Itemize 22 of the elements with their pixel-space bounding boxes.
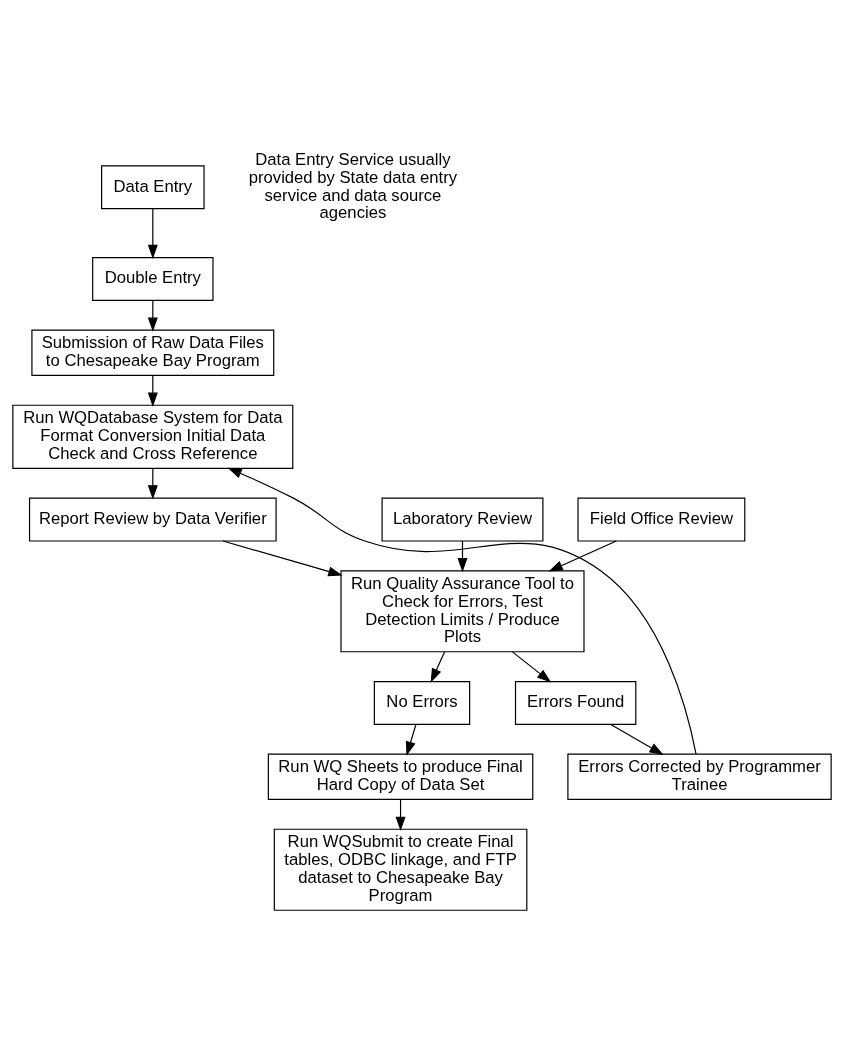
arrow: [147, 208, 158, 260]
label: Data Entry Service usually provided by State data entry service and data source agencies: [248, 149, 458, 223]
node-box: Run WQ Sheets to produce Final Hard Copy of Data Set: [267, 753, 534, 801]
arrow: [610, 723, 664, 755]
node-box: Errors Found: [514, 680, 637, 726]
arrow: [227, 467, 697, 755]
node-box: Data Entry: [101, 165, 205, 210]
arrow: [222, 540, 343, 577]
node-box: Run Quality Assurance Tool to Check for Errors, Test Detection Limits / Produce Plots: [340, 570, 585, 653]
node-box: Run WQDatabase System for Data Format Conversion Initial Data Check and Cross Reference: [12, 404, 294, 469]
arrow: [548, 540, 617, 572]
arrow: [405, 723, 417, 756]
node-box: Field Office Review: [577, 497, 746, 542]
node-box: Submission of Raw Data Files to Chesapeake Bay Program: [31, 329, 275, 377]
node-box: Report Review by Data Verifier: [28, 497, 277, 542]
node-box: Double Entry: [92, 256, 214, 301]
node-box: Errors Corrected by Programmer Trainee: [567, 753, 832, 801]
node-box: Run WQSubmit to create Final tables, ODBC linkage, and FTP dataset to Chesapeake Bay Program: [273, 828, 528, 911]
node-box: Laboratory Review: [381, 497, 544, 542]
arrow: [511, 651, 552, 683]
node-box: No Errors: [373, 680, 471, 726]
arrow: [430, 651, 446, 683]
